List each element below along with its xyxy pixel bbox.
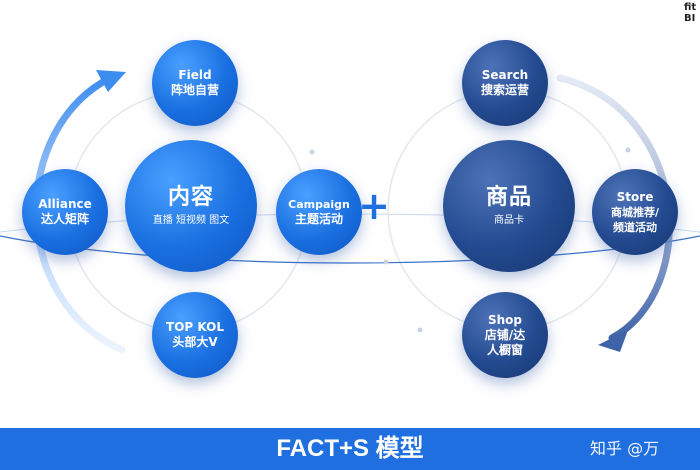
- product-center-node: 商品 商品卡: [443, 140, 575, 272]
- alliance-label-cn: 达人矩阵: [40, 212, 89, 226]
- footer-title: FACT+S 模型: [276, 435, 424, 462]
- campaign-label-en: Campaign: [288, 198, 350, 211]
- orbit-dot: [309, 149, 315, 155]
- search-node: Search 搜索运营: [462, 40, 548, 126]
- topkol-label-en: TOP KOL: [166, 320, 224, 334]
- store-node: Store 商城推荐/ 频道活动: [592, 169, 678, 255]
- campaign-node: Campaign 主题活动: [276, 169, 362, 255]
- left-arrow-head-icon: [96, 70, 126, 92]
- content-center-node: 内容 直播 短视频 图文: [125, 140, 257, 272]
- store-label-cn1: 商城推荐/: [610, 205, 660, 219]
- store-label-cn2: 频道活动: [613, 220, 657, 234]
- search-label-cn: 搜索运营: [480, 83, 529, 97]
- topkol-label-cn: 头部大V: [172, 335, 218, 349]
- field-node: Field 阵地自营: [152, 40, 238, 126]
- product-subtitle: 商品卡: [494, 215, 524, 226]
- search-label-en: Search: [481, 68, 529, 82]
- corner-logo-text: fit BI: [684, 2, 697, 24]
- watermark-text: 知乎 @万: [590, 439, 660, 458]
- topkol-node: TOP KOL 头部大V: [152, 292, 238, 378]
- alliance-label-en: Alliance: [38, 197, 92, 211]
- store-label-en: Store: [616, 189, 654, 204]
- content-title: 内容: [167, 185, 214, 210]
- alliance-node: Alliance 达人矩阵: [22, 169, 108, 255]
- shop-label-cn2: 人橱窗: [486, 342, 523, 357]
- plus-sign: +: [358, 184, 390, 228]
- content-subtitle: 直播 短视频 图文: [152, 215, 230, 226]
- orbit-dot: [417, 327, 423, 333]
- orbit-dot: [625, 147, 631, 153]
- field-label-cn: 阵地自营: [170, 83, 219, 97]
- shop-label-cn1: 店铺/达: [484, 327, 526, 342]
- product-title: 商品: [485, 185, 532, 210]
- shop-node: Shop 店铺/达 人橱窗: [462, 292, 548, 378]
- shop-label-en: Shop: [487, 312, 523, 327]
- campaign-label-cn: 主题活动: [294, 212, 343, 226]
- field-label-en: Field: [178, 68, 212, 82]
- right-arrow-head-icon: [598, 330, 628, 352]
- orbit-dot: [383, 259, 389, 265]
- footer-banner: FACT+S 模型 知乎 @万: [0, 428, 700, 470]
